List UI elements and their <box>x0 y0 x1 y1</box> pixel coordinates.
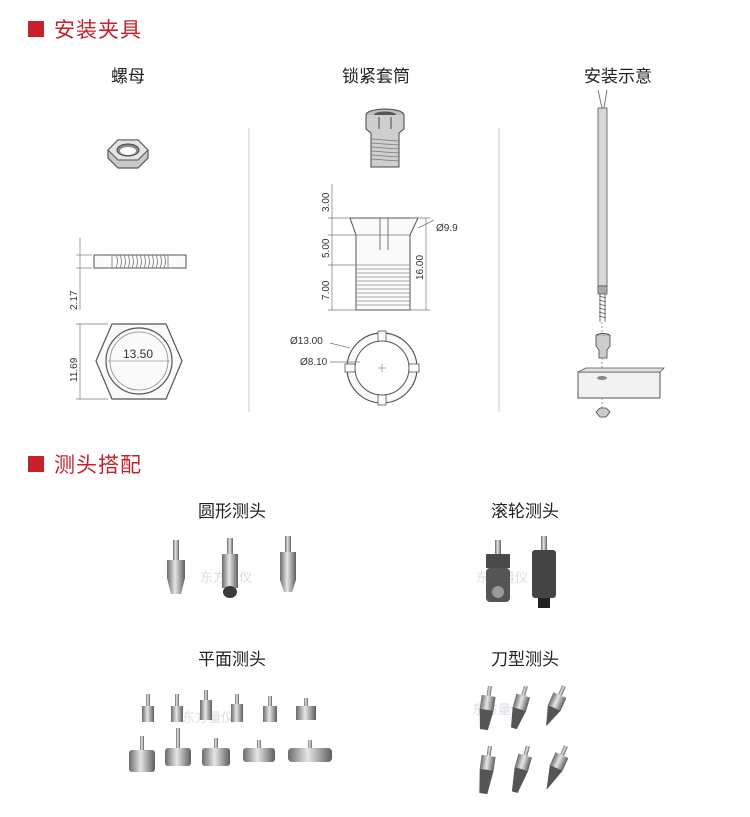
collet-bottom-label: 7.00 <box>321 280 332 300</box>
collet-outer-label: Ø13.00 <box>290 336 323 347</box>
section-marker-icon <box>28 21 44 37</box>
flat-probe-title: 平面测头 <box>198 650 266 670</box>
install-title: 安装示意 <box>584 67 652 87</box>
nut-side-view: 2.17 <box>69 238 187 310</box>
section-title: 测头搭配 <box>54 453 142 477</box>
collet-mid-label: 5.00 <box>321 238 332 258</box>
collet-inner-label: Ø8.10 <box>300 357 328 368</box>
section-header-fixture: 安装夹具 <box>28 14 142 44</box>
install-rod-image <box>577 89 665 418</box>
roller-probe-image: 东方量仪 <box>476 536 556 608</box>
column-divider <box>498 128 500 412</box>
nut-top-view: 13.50 11.69 <box>69 323 183 400</box>
collet-diameter-label: Ø9.9 <box>436 223 458 234</box>
nut-height-label: 11.69 <box>69 357 80 382</box>
section-title: 安装夹具 <box>54 18 142 42</box>
collet-title: 锁紧套筒 <box>342 67 410 87</box>
round-probe-image: 东方量仪 <box>167 536 296 598</box>
flat-probe-image: 东方量仪 <box>129 690 332 772</box>
round-probe-title: 圆形测头 <box>198 502 266 522</box>
collet-top-view: Ø13.00 Ø8.10 <box>290 330 420 406</box>
flat-probe-row-bottom <box>129 728 332 772</box>
install-diagram <box>577 89 665 418</box>
collet-side-view: 3.00 5.00 7.00 16.00 Ø9.9 <box>321 184 458 311</box>
nut-width-label: 13.50 <box>123 347 153 361</box>
collet-total-label: 16.00 <box>415 255 426 280</box>
nut-3d-image <box>107 139 149 169</box>
collet-3d-image <box>365 108 405 168</box>
column-divider <box>248 128 250 412</box>
section-header-probes: 测头搭配 <box>28 449 142 479</box>
knife-probe-title: 刀型测头 <box>491 650 559 670</box>
knife-probe-image: 东方量仪 <box>472 685 569 795</box>
nut-thickness-label: 2.17 <box>69 290 80 310</box>
nut-diagram: 2.17 13.50 11.69 <box>69 139 187 400</box>
roller-probe-title: 滚轮测头 <box>491 502 559 522</box>
collet-diagram: 3.00 5.00 7.00 16.00 Ø9.9 Ø13.00 Ø8.10 <box>290 108 458 406</box>
collet-top-label: 3.00 <box>321 192 332 212</box>
section-marker-icon <box>28 456 44 472</box>
nut-title: 螺母 <box>111 67 145 87</box>
flat-probe-row-top <box>142 690 316 722</box>
